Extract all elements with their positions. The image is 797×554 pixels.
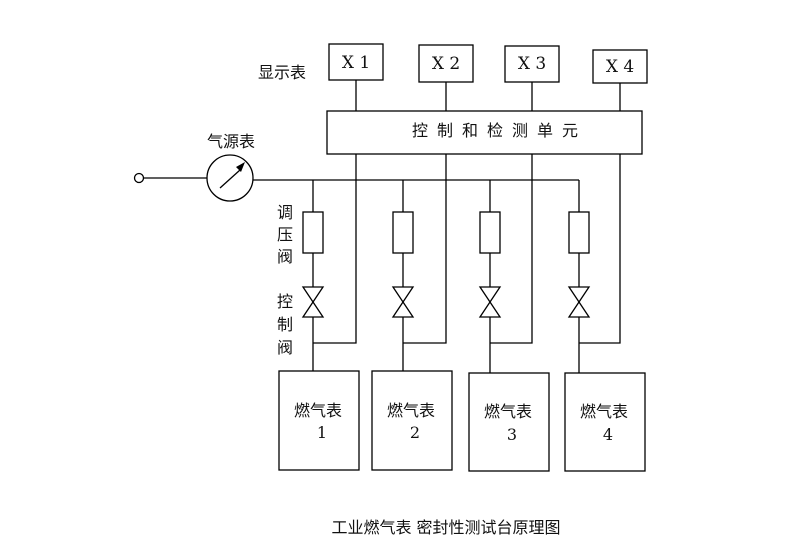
gas-inlet-icon	[133, 172, 145, 184]
meter-name: 燃气表	[484, 402, 532, 421]
control-valve-icon	[478, 286, 502, 318]
regulator-valve-icon	[568, 211, 590, 254]
gas-meter-2: 燃气表 2	[371, 370, 453, 471]
label-char: 阀	[277, 247, 293, 266]
display-connections	[355, 80, 621, 111]
display-label: X 1	[342, 53, 370, 73]
regulator-valve-icon	[479, 211, 501, 254]
control-valve-icon	[567, 286, 591, 318]
regulator-valve-icon	[392, 211, 414, 254]
control-valve-icon	[301, 286, 325, 318]
meter-number: 3	[507, 425, 517, 444]
display-meter-label: 显示表	[258, 63, 306, 82]
label-char: 阀	[277, 338, 293, 357]
branch-4	[567, 180, 591, 373]
diagram-caption: 工业燃气表 密封性测试台原理图	[331, 518, 560, 537]
branch-2	[391, 180, 415, 371]
source-gauge-label: 气源表	[207, 132, 255, 151]
label-char: 制	[277, 315, 293, 334]
display-label: X 4	[606, 57, 634, 77]
meter-name: 燃气表	[294, 401, 342, 420]
branch-3	[478, 180, 502, 373]
meter-number: 2	[410, 423, 420, 442]
pressure-gauge-icon	[206, 154, 254, 202]
display-x4: X 4	[592, 49, 648, 84]
regulator-valve-label: 调 压 阀	[277, 203, 293, 266]
control-unit-label: 控制和检测单元	[412, 121, 587, 140]
gas-meter-3: 燃气表 3	[468, 372, 550, 472]
label-char: 控	[277, 292, 293, 311]
label-char: 压	[277, 225, 293, 244]
gas-meter-4: 燃气表 4	[564, 372, 646, 472]
gas-meter-1: 燃气表 1	[278, 370, 360, 471]
regulator-valve-icon	[302, 211, 324, 254]
display-label: X 2	[432, 54, 460, 74]
branch-1	[301, 180, 325, 371]
label-char: 调	[277, 203, 293, 222]
control-valve-icon	[391, 286, 415, 318]
signal-lines	[313, 154, 621, 344]
meter-name: 燃气表	[387, 401, 435, 420]
control-valve-label: 控 制 阀	[277, 292, 293, 357]
display-x2: X 2	[418, 44, 474, 83]
meter-number: 1	[317, 423, 327, 442]
control-detection-unit: 控制和检测单元	[326, 110, 643, 155]
display-x1: X 1	[328, 43, 384, 81]
display-label: X 3	[518, 54, 546, 74]
display-x3: X 3	[504, 45, 560, 83]
meter-number: 4	[603, 425, 613, 444]
meter-name: 燃气表	[580, 402, 628, 421]
